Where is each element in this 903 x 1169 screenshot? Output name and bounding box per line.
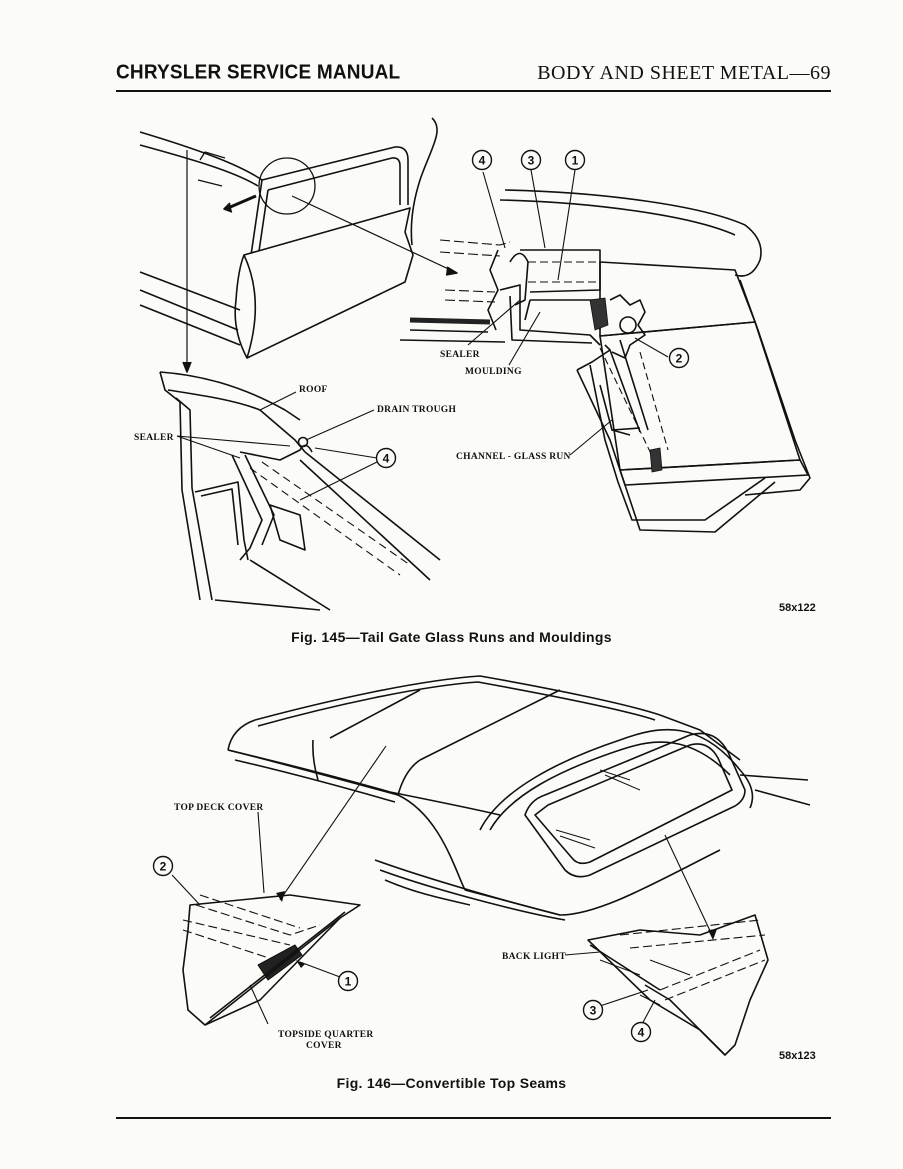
callout-4-top	[471, 149, 493, 171]
figure-code: 58x122	[779, 602, 816, 614]
manual-title: CHRYSLER SERVICE MANUAL	[116, 61, 401, 84]
callout-3	[520, 149, 542, 171]
label-drain-trough: DRAIN TROUGH	[377, 405, 456, 415]
callout-3	[582, 999, 604, 1021]
header-rule	[116, 90, 831, 92]
callout-4	[630, 1021, 652, 1043]
figure-145-illustration: 4 3 1 2 4 ROOF DRAIN TROUGH SEALER SEALE…	[134, 117, 816, 614]
callout-number: 1	[572, 154, 579, 168]
callout-number: 3	[528, 154, 535, 168]
label-topside-quarter-cover: COVER	[306, 1041, 342, 1051]
callout-number: 3	[590, 1004, 597, 1018]
callout-2	[668, 347, 690, 369]
callout-4-bottom	[375, 447, 397, 469]
label-topside-quarter: TOPSIDE QUARTER	[278, 1030, 374, 1040]
label-top-deck-cover: TOP DECK COVER	[174, 803, 264, 813]
callout-number: 4	[383, 452, 390, 466]
footer-rule	[116, 1117, 831, 1119]
label-moulding: MOULDING	[465, 367, 522, 377]
label-sealer-detail: SEALER	[440, 350, 480, 360]
label-channel-glass-run: CHANNEL - GLASS RUN	[456, 452, 571, 462]
figure-146-illustration: 2 1 3 4 TOP DECK COVER TOPSIDE QUARTER C…	[152, 675, 816, 1062]
figure-code: 58x123	[779, 1050, 816, 1062]
section-title: BODY AND SHEET METAL—69	[537, 62, 831, 84]
callout-number: 2	[160, 860, 167, 874]
callout-1	[564, 149, 586, 171]
label-roof: ROOF	[299, 385, 328, 395]
callout-number: 4	[479, 154, 486, 168]
callout-number: 2	[676, 352, 683, 366]
callout-number: 1	[345, 975, 352, 989]
callout-number: 4	[638, 1026, 645, 1040]
label-back-light: BACK LIGHT	[502, 952, 566, 962]
figure-145-caption: Fig. 145—Tail Gate Glass Runs and Mouldi…	[291, 629, 612, 645]
page-header: CHRYSLER SERVICE MANUAL BODY AND SHEET M…	[116, 61, 831, 86]
label-sealer-left: SEALER	[134, 433, 174, 443]
callout-2	[152, 855, 174, 877]
callout-1	[337, 970, 359, 992]
figure-146-caption: Fig. 146—Convertible Top Seams	[336, 1075, 567, 1091]
